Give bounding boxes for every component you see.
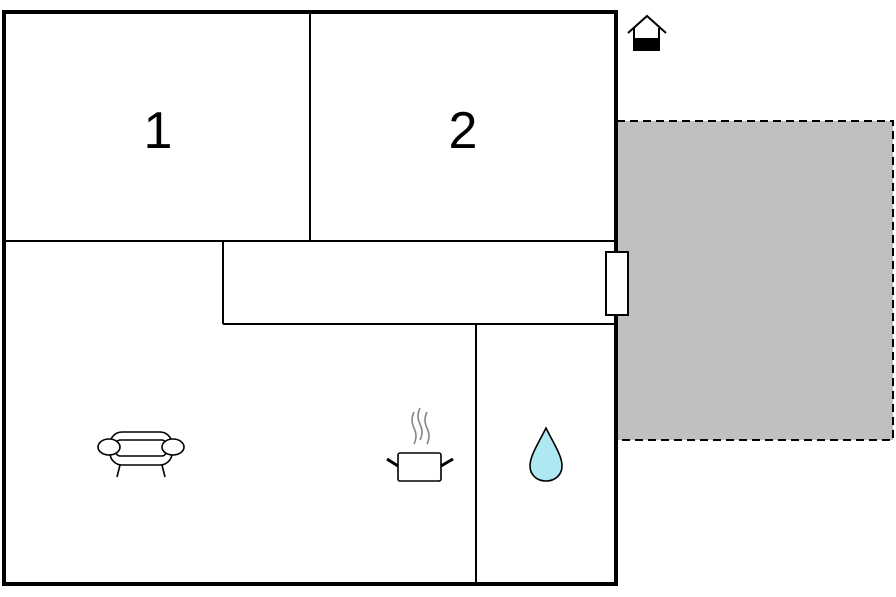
- room-label-2: 2: [449, 102, 478, 160]
- room-label-1: 1: [144, 102, 173, 160]
- terrace-area: [616, 120, 894, 441]
- interior-walls: [4, 12, 616, 584]
- water-drop-icon: [529, 426, 563, 482]
- house-entrance-icon: [627, 14, 667, 51]
- sofa-icon: [97, 431, 185, 478]
- terrace-door: [605, 251, 629, 316]
- cooking-pot-icon: [386, 407, 454, 482]
